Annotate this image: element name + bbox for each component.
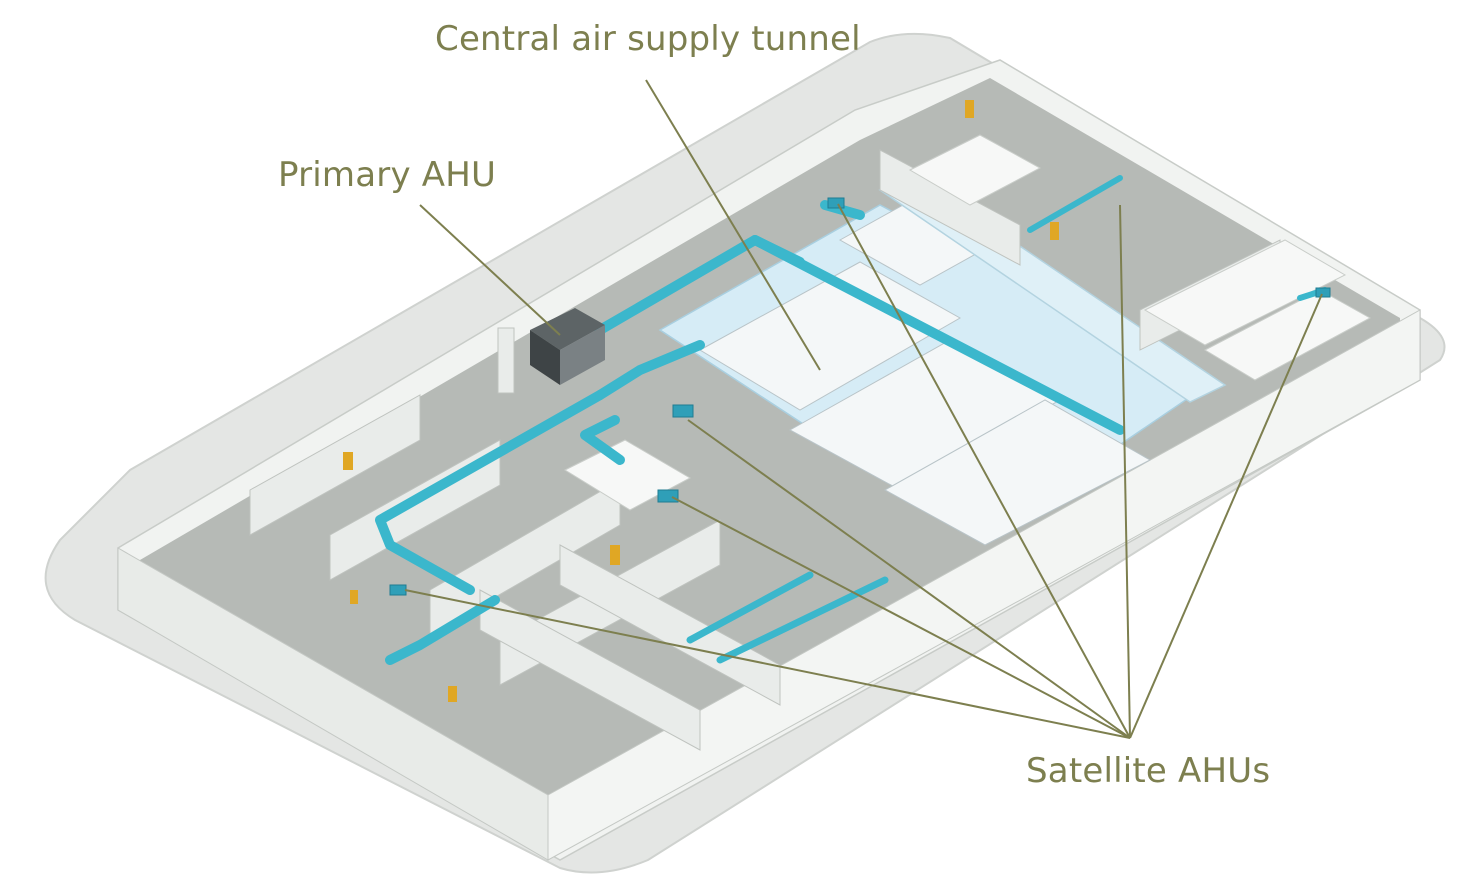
leader-lines: [404, 79, 1323, 739]
satellite-leader-6: [1129, 293, 1323, 739]
right-wall: [547, 309, 1421, 861]
satellite-ahu-units: [389, 197, 1331, 596]
satellite-leader-5: [1119, 204, 1131, 739]
satellite-leader-1: [687, 419, 1131, 739]
doors: [343, 100, 1059, 702]
satellite-ahus-label: Satellite AHUs: [1026, 751, 1271, 791]
satellite-leader-4: [837, 203, 1131, 739]
room-partitions: [249, 149, 1281, 751]
primary-ahu-unit: [497, 308, 605, 394]
satellite-leader-2: [671, 496, 1131, 739]
tunnel-leader: [645, 79, 821, 371]
building-floor: [140, 78, 1400, 845]
primary-ahu-label: Primary AHU: [278, 155, 497, 195]
satellite-leader-3: [404, 589, 1131, 739]
equipment-racks: [563, 134, 1372, 511]
central-air-supply-tunnel-label: Central air supply tunnel: [435, 19, 861, 59]
ductwork: [375, 175, 1328, 665]
primary-ahu-leader: [419, 204, 561, 336]
